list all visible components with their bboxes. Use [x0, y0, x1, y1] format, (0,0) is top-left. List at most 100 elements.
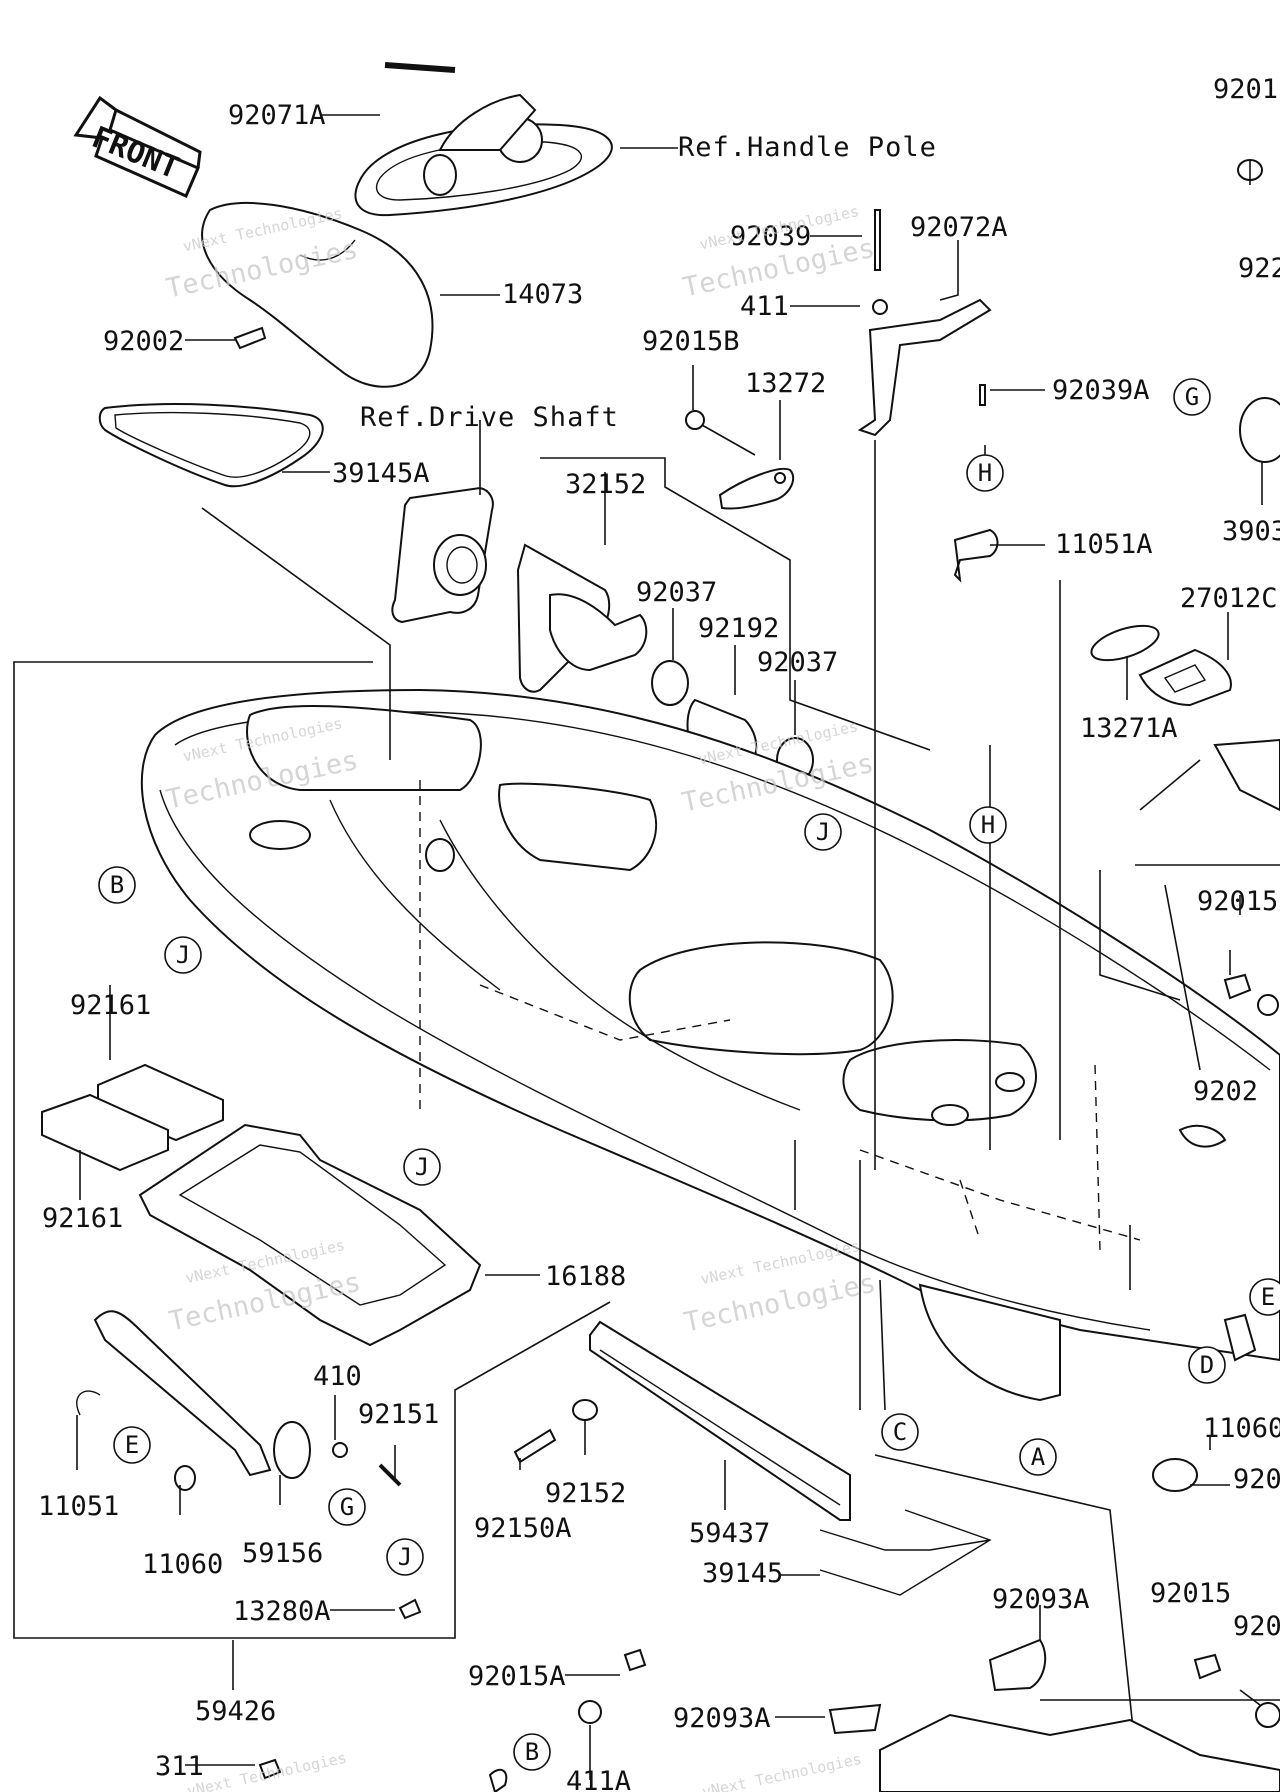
label-92150A: 92150A [474, 1513, 572, 1544]
callout-B2-label: B [525, 1738, 539, 1766]
watermark-8-small: vNext Technologies [700, 1750, 863, 1792]
label-11060-right: 11060 [1203, 1413, 1280, 1444]
label-59156: 59156 [242, 1538, 323, 1569]
callout-D-label: D [1200, 1351, 1214, 1379]
label-92192: 92192 [698, 613, 779, 644]
callout-C-label: C [893, 1418, 907, 1446]
handle-pole-housing [354, 62, 613, 217]
label-410: 410 [313, 1361, 362, 1392]
grill-right [1213, 738, 1280, 812]
label-92093A: 92093A [992, 1584, 1090, 1615]
label-920-right: 920 [1233, 1464, 1280, 1495]
lower-frame [874, 1454, 1280, 1792]
callout-H2-label: H [981, 811, 995, 839]
cap-3903 [1239, 397, 1280, 463]
wire-39145 [819, 1509, 992, 1596]
front-arrow-icon: FRONT [73, 95, 202, 198]
bolt-92150A [513, 1428, 557, 1464]
watermark-8: vNext Technologies [700, 1750, 863, 1792]
cover-13271A [1090, 624, 1160, 662]
callout-E2: E [1249, 1278, 1280, 1316]
label-411A: 411A [566, 1766, 631, 1792]
label-92015-right: 92015 [1197, 886, 1278, 917]
callout-J3-label: J [415, 1153, 429, 1181]
hose-59156 [76, 1310, 402, 1491]
callout-G2-label: G [340, 1493, 354, 1521]
callout-B: B [98, 866, 136, 904]
group-frame-59426 [13, 661, 611, 1639]
callout-J2-label: J [816, 818, 830, 846]
callout-G2: G [328, 1488, 366, 1526]
label-92039A: 92039A [1052, 375, 1150, 406]
tray-16188 [138, 1123, 482, 1347]
callout-J4-label: J [398, 1543, 412, 1571]
callout-H1-label: H [978, 459, 992, 487]
label-92015-bottom-right: 92015 [1150, 1578, 1231, 1609]
seat-pad-14073 [201, 201, 434, 388]
label-92152: 92152 [545, 1478, 626, 1509]
label-92072A: 92072A [910, 212, 1008, 243]
callout-J2: J [804, 813, 842, 851]
callout-H2: H [969, 806, 1007, 844]
watermark-7-small: vNext Technologies [185, 1749, 348, 1792]
label-59426: 59426 [195, 1696, 276, 1727]
callout-J1-label: J [176, 941, 190, 969]
label-92037-a: 92037 [636, 577, 717, 608]
callout-D: D [1188, 1346, 1226, 1384]
label-920-bottom-right: 920 [1233, 1611, 1280, 1642]
label-92093A-b: 92093A [673, 1703, 771, 1734]
watermark-6: vNext Technologies Technologies [681, 1237, 878, 1339]
label-3903: 3903 [1222, 516, 1280, 547]
callout-H1: H [966, 454, 1004, 492]
callout-J4: J [386, 1538, 424, 1576]
label-9201: 9201 [1213, 74, 1278, 105]
callout-J3: J [403, 1148, 441, 1186]
label-59437: 59437 [689, 1518, 770, 1549]
pad-92161 [41, 1063, 224, 1172]
label-92161-a: 92161 [70, 990, 151, 1021]
label-13271A: 13271A [1080, 713, 1178, 744]
watermark-7: vNext Technologies [185, 1749, 348, 1792]
label-92015B: 92015B [642, 326, 740, 357]
label-11051A: 11051A [1055, 529, 1153, 560]
label-13272: 13272 [745, 368, 826, 399]
label-411: 411 [740, 291, 789, 322]
callout-E1: E [113, 1426, 151, 1464]
hull-dashed-outline-b [419, 780, 1101, 1251]
callout-B-label: B [110, 871, 124, 899]
label-11051: 11051 [38, 1491, 119, 1522]
label-27012C: 27012C [1180, 583, 1278, 614]
scupper-92093A [988, 1638, 1047, 1692]
label-311: 311 [155, 1751, 204, 1782]
label-92037-b: 92037 [757, 647, 838, 678]
bracket-11051A [953, 528, 999, 583]
callout-E2-label: E [1261, 1283, 1275, 1311]
label-32152: 32152 [565, 469, 646, 500]
callout-G1-label: G [1185, 383, 1199, 411]
rail-59437 [589, 1320, 851, 1521]
label-92039: 92039 [730, 221, 811, 252]
label-922: 922 [1238, 253, 1280, 284]
label-14073: 14073 [502, 279, 583, 310]
callout-J1: J [164, 936, 202, 974]
callout-B2: B [513, 1733, 551, 1771]
callout-A: A [1019, 1438, 1057, 1476]
gasket-39145A [98, 403, 324, 488]
front-arrow-label: FRONT [87, 120, 184, 186]
label-13280A: 13280A [233, 1596, 331, 1627]
label-92151: 92151 [358, 1399, 439, 1430]
label-39145: 39145 [702, 1558, 783, 1589]
label-9202: 9202 [1193, 1076, 1258, 1107]
callout-C: C [881, 1413, 919, 1451]
leader-lines [76, 114, 1280, 1780]
label-92161-b: 92161 [42, 1203, 123, 1234]
ref-drive-shaft: Ref.Drive Shaft [360, 402, 619, 433]
hull-dashed-outline-a [479, 984, 1141, 1241]
callout-E1-label: E [125, 1431, 139, 1459]
clip-13272 [718, 467, 795, 510]
duct-32152 [516, 543, 648, 693]
scupper-92093A-b [828, 1703, 882, 1735]
label-11060: 11060 [142, 1549, 223, 1580]
drive-shaft-plate [391, 486, 494, 624]
